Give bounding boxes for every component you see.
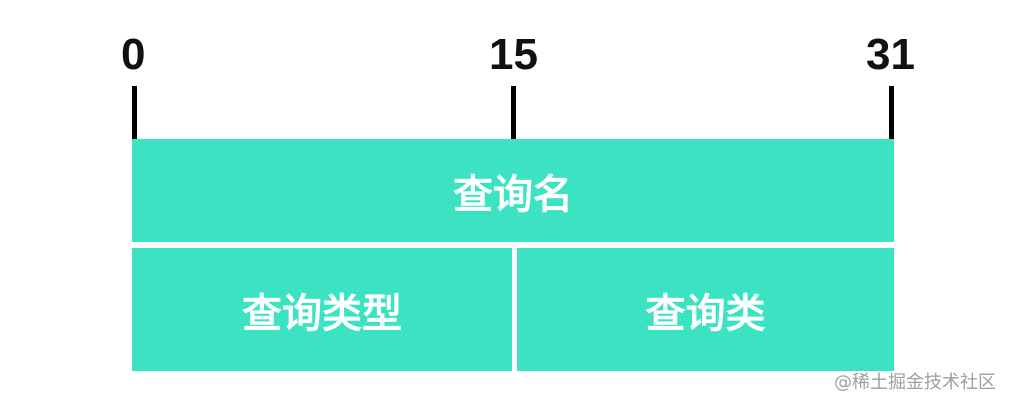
tick-31 — [889, 86, 894, 140]
query-name-label: 查询名 — [453, 171, 573, 218]
query-class-label: 查询类 — [645, 290, 766, 337]
tick-0 — [132, 86, 137, 140]
query-type-label: 查询类型 — [242, 290, 402, 337]
watermark: @稀土掘金技术社区 — [834, 372, 996, 393]
bit-label-31: 31 — [866, 30, 915, 79]
bit-label-15: 15 — [489, 30, 538, 79]
tick-15 — [511, 86, 516, 140]
query-name-field: 查询名 — [132, 139, 894, 242]
bit-label-0: 0 — [121, 30, 146, 79]
query-class-field: 查询类 — [517, 248, 894, 371]
query-type-field: 查询类型 — [132, 248, 512, 371]
